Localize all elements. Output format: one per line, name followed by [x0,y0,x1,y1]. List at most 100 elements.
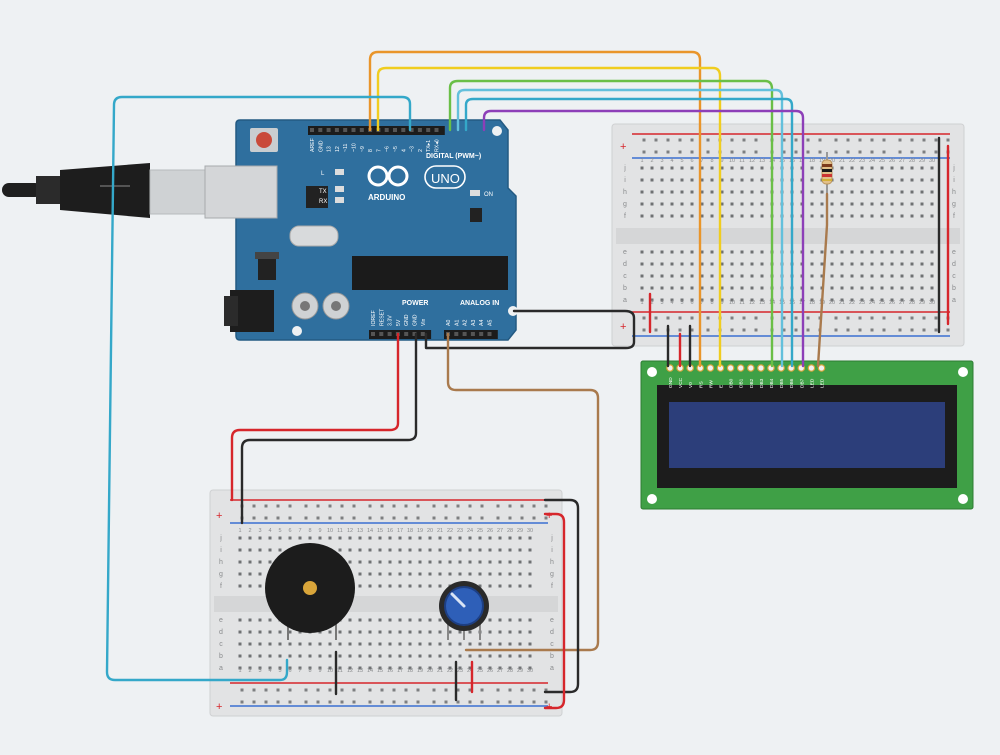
rail-hole[interactable] [456,504,460,508]
breadboard-hole[interactable] [720,190,724,194]
rail-hole[interactable] [496,504,500,508]
breadboard-hole[interactable] [408,536,412,540]
rail-hole[interactable] [742,150,746,154]
breadboard-hole[interactable] [428,630,432,634]
breadboard-hole[interactable] [378,584,382,588]
breadboard-hole[interactable] [478,548,482,552]
breadboard-hole[interactable] [468,642,472,646]
rail-hole[interactable] [496,516,500,520]
breadboard-hole[interactable] [478,654,482,658]
rail-hole[interactable] [834,316,838,320]
breadboard-hole[interactable] [680,250,684,254]
rail-hole[interactable] [794,328,798,332]
breadboard-hole[interactable] [408,642,412,646]
rail-hole[interactable] [368,688,372,692]
rail-hole[interactable] [742,138,746,142]
header-pin[interactable] [420,332,425,336]
rail-hole[interactable] [678,316,682,320]
rail-hole[interactable] [544,700,548,704]
header-pin[interactable] [409,128,414,132]
breadboard-hole[interactable] [730,262,734,266]
breadboard-hole[interactable] [710,262,714,266]
header-pin[interactable] [384,128,389,132]
breadboard-hole[interactable] [650,274,654,278]
breadboard-hole[interactable] [448,654,452,658]
rail-hole[interactable] [934,328,938,332]
breadboard-hole[interactable] [710,178,714,182]
top-breadboard[interactable]: + + 112233445566778899101011111212131314… [611,123,965,347]
rail-hole[interactable] [666,316,670,320]
rail-hole[interactable] [340,516,344,520]
rail-hole[interactable] [654,316,658,320]
rail-hole[interactable] [870,150,874,154]
breadboard-hole[interactable] [298,536,302,540]
breadboard-hole[interactable] [348,654,352,658]
breadboard-hole[interactable] [860,274,864,278]
breadboard-hole[interactable] [468,654,472,658]
breadboard-hole[interactable] [680,286,684,290]
breadboard-hole[interactable] [910,262,914,266]
rail-hole[interactable] [678,328,682,332]
breadboard-hole[interactable] [650,262,654,266]
breadboard-hole[interactable] [338,630,342,634]
breadboard-hole[interactable] [248,560,252,564]
breadboard-hole[interactable] [870,250,874,254]
rail-hole[interactable] [782,328,786,332]
breadboard-hole[interactable] [850,178,854,182]
breadboard-hole[interactable] [398,572,402,576]
breadboard-hole[interactable] [428,666,432,670]
rail-hole[interactable] [654,328,658,332]
breadboard-hole[interactable] [448,666,452,670]
rail-hole[interactable] [846,328,850,332]
resistor[interactable] [821,152,833,194]
breadboard-hole[interactable] [900,190,904,194]
breadboard-hole[interactable] [880,190,884,194]
rail-hole[interactable] [706,328,710,332]
breadboard-hole[interactable] [730,298,734,302]
breadboard-hole[interactable] [468,630,472,634]
rail-hole[interactable] [742,316,746,320]
breadboard-hole[interactable] [518,654,522,658]
breadboard-hole[interactable] [930,202,934,206]
breadboard-hole[interactable] [258,666,262,670]
rail-hole[interactable] [520,516,524,520]
breadboard-hole[interactable] [930,190,934,194]
breadboard-hole[interactable] [670,274,674,278]
wire-black-gnd[interactable] [424,309,636,350]
rail-hole[interactable] [532,504,536,508]
rail-hole[interactable] [392,688,396,692]
breadboard-hole[interactable] [650,298,654,302]
rail-hole[interactable] [946,138,950,142]
breadboard-hole[interactable] [518,536,522,540]
rail-hole[interactable] [468,700,472,704]
rail-hole[interactable] [934,316,938,320]
breadboard-hole[interactable] [810,262,814,266]
breadboard-hole[interactable] [700,214,704,218]
rail-hole[interactable] [264,700,268,704]
breadboard-hole[interactable] [368,548,372,552]
breadboard-hole[interactable] [488,630,492,634]
breadboard-hole[interactable] [518,548,522,552]
rail-hole[interactable] [392,700,396,704]
breadboard-hole[interactable] [398,630,402,634]
breadboard-hole[interactable] [690,274,694,278]
breadboard-hole[interactable] [700,274,704,278]
breadboard-hole[interactable] [358,548,362,552]
breadboard-hole[interactable] [238,584,242,588]
breadboard-hole[interactable] [710,286,714,290]
breadboard-hole[interactable] [840,286,844,290]
breadboard-hole[interactable] [640,274,644,278]
breadboard-hole[interactable] [750,178,754,182]
breadboard-hole[interactable] [680,214,684,218]
rail-hole[interactable] [730,138,734,142]
rail-hole[interactable] [288,700,292,704]
breadboard-hole[interactable] [740,202,744,206]
breadboard-hole[interactable] [438,584,442,588]
breadboard-hole[interactable] [498,548,502,552]
breadboard-hole[interactable] [238,618,242,622]
breadboard-hole[interactable] [388,630,392,634]
breadboard-hole[interactable] [880,202,884,206]
breadboard-hole[interactable] [660,190,664,194]
header-pin[interactable] [417,128,422,132]
wire-green-db4[interactable] [448,79,774,368]
